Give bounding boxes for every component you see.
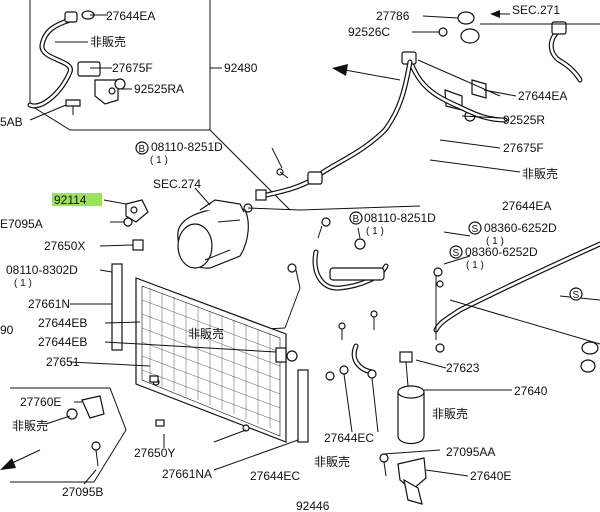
condenser (69, 263, 309, 471)
drier-bracket (379, 449, 469, 505)
circle-b-2: B (353, 214, 360, 225)
part-label: ( 1 ) (366, 226, 384, 237)
part-label: 08360-6252D (484, 221, 557, 235)
part-label: 27760E (20, 395, 61, 409)
part-label: SEC.274 (153, 177, 201, 191)
part-label: 08360-6252D (465, 245, 538, 259)
part-label: 27786 (376, 9, 410, 23)
part-label: ( 1 ) (150, 155, 168, 166)
part-label: 27644EA (502, 199, 551, 213)
part-label: 27661NA (162, 467, 212, 481)
circle-s-1: S (472, 224, 479, 235)
part-label: ( 1 ) (466, 260, 484, 271)
part-label: 非販売 (432, 406, 468, 421)
part-label: 27095B (62, 485, 103, 499)
part-label: ( 1 ) (486, 236, 504, 247)
part-label-92114: 92114 (54, 193, 87, 207)
part-label: 27675F (503, 141, 544, 155)
part-label: 27644EC (250, 469, 300, 483)
part-label: E7095A (0, 217, 43, 231)
part-label: ( 1 ) (14, 278, 32, 289)
inset-bracket-detail (0, 387, 127, 485)
part-label: 92525R (503, 113, 545, 127)
part-label: 27644EA (518, 89, 567, 103)
part-label: 非販売 (314, 454, 350, 469)
part-label: 27651 (46, 355, 80, 369)
part-label: 27640 (514, 384, 548, 398)
compressor (177, 187, 249, 269)
part-label: 92525RA (134, 82, 184, 96)
part-label: 27644EA (106, 9, 155, 23)
circle-b-1: B (139, 144, 146, 155)
part-label: 27644EB (38, 316, 87, 330)
part-label: 非販売 (12, 418, 48, 433)
part-label: 27644EC (324, 431, 374, 445)
direction-arrow-upper (332, 64, 401, 81)
part-label: 27675F (112, 61, 153, 75)
part-label: 27640E (470, 469, 511, 483)
part-label: 27095AA (446, 445, 495, 459)
part-label: 非販売 (188, 326, 224, 341)
part-label: 5AB (0, 115, 23, 129)
part-label: 90 (0, 323, 14, 337)
part-label: 08110-8251D (151, 140, 223, 154)
discharge-hose (243, 59, 421, 213)
part-label: 92526C (348, 25, 390, 39)
circle-marker: S (569, 287, 583, 301)
part-label: 27661N (28, 297, 70, 311)
part-label: 27623 (446, 361, 480, 375)
part-label: 27650X (44, 239, 85, 253)
part-label: SEC.271 (512, 3, 560, 17)
inset-hose-detail (27, 0, 291, 211)
part-label: 92446 (296, 499, 330, 512)
part-label: 08110-8302D (6, 263, 78, 277)
circle-marker: B (135, 141, 149, 155)
part-label: 非販売 (90, 34, 126, 49)
part-label: 27650Y (134, 446, 175, 460)
circle-s-3: S (573, 290, 580, 301)
circle-marker: S (468, 221, 482, 235)
top-right-fittings (401, 10, 600, 173)
liquid-pipe (433, 231, 600, 373)
bolts-center (338, 280, 444, 340)
receiver-drier (325, 343, 512, 445)
part-label: 非販売 (522, 166, 558, 181)
part-label: 92480 (224, 61, 258, 75)
circle-marker: S (449, 245, 463, 259)
circle-s-2: S (453, 248, 460, 259)
highlight-92114 (52, 193, 102, 206)
part-label: 27644EB (38, 335, 87, 349)
circle-marker: B (349, 211, 363, 225)
bracket-group (99, 199, 331, 251)
part-label: 08110-8251D (364, 211, 436, 225)
